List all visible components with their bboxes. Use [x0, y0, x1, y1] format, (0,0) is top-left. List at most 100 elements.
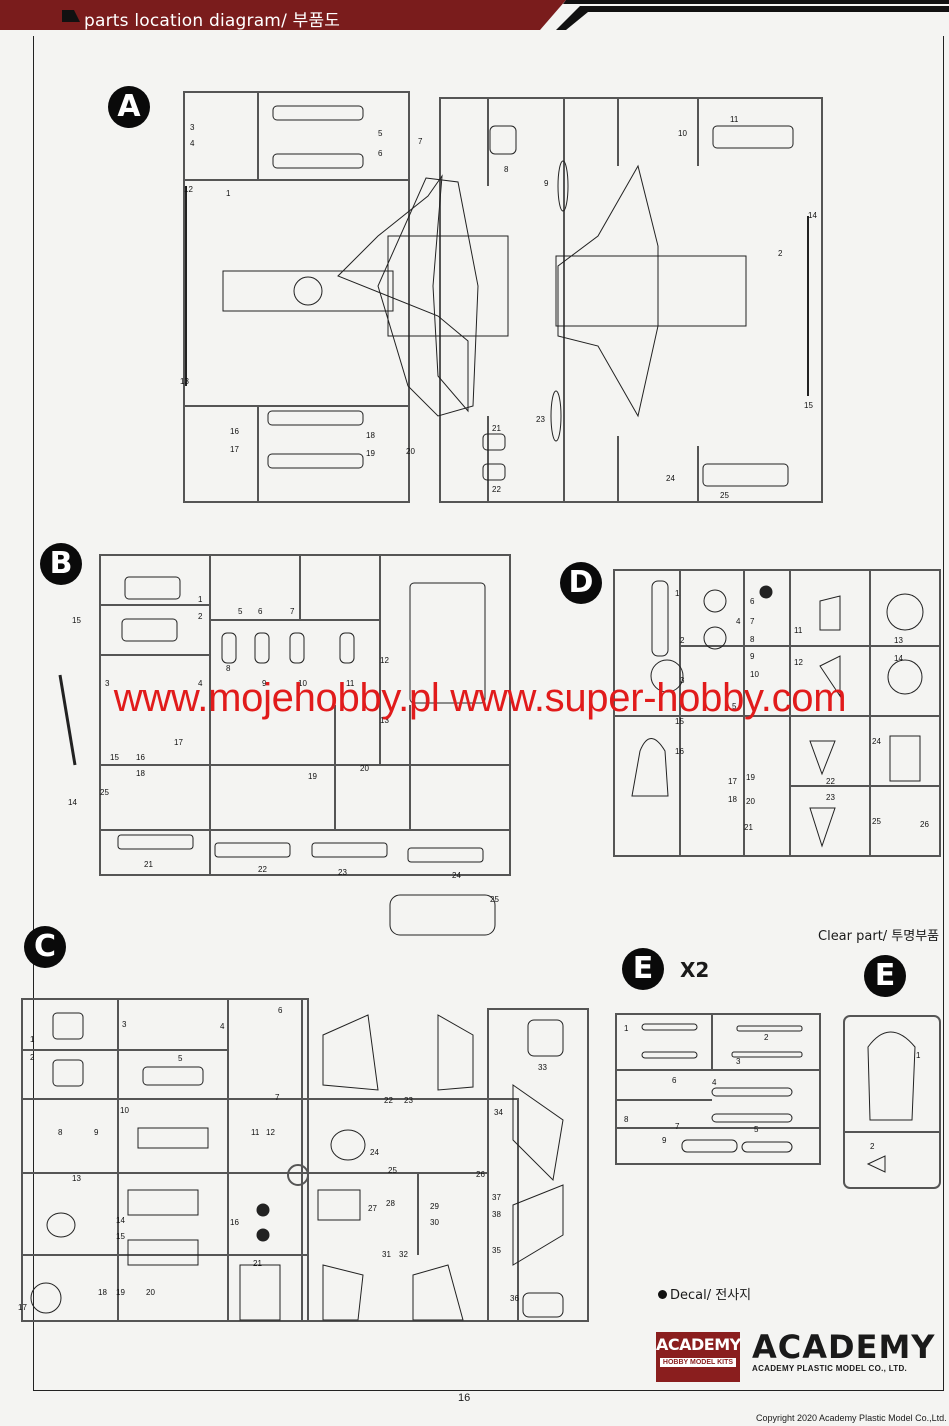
sprue-b-part-13: 13: [380, 716, 389, 725]
sprue-b-part-23: 23: [338, 868, 347, 877]
sprue-c-part-5: 5: [178, 1054, 183, 1063]
sprue-c-part-4: 4: [220, 1022, 225, 1031]
sprue-c-part-30: 30: [430, 1218, 439, 1227]
sprue-a-part-25: 25: [720, 491, 729, 500]
academy-wordmark: ACADEMY ACADEMY PLASTIC MODEL CO., LTD.: [752, 1330, 935, 1373]
sprue-a-part-11: 11: [730, 115, 739, 124]
sprue-label-e-clear: E: [864, 955, 906, 997]
sprue-a-part-21: 21: [492, 424, 501, 433]
sprue-a-part-22: 22: [492, 485, 501, 494]
sprue-label-d: D: [560, 562, 602, 604]
sprue-d-part-20: 20: [746, 797, 755, 806]
header-bar-shape: [0, 0, 949, 30]
sprue-a-diagram: 3 4 5 6 7 8 9 10 11 12 13 14 15 16 17 18…: [180, 91, 823, 503]
sprue-e-part-1: 1: [624, 1024, 629, 1033]
sprue-b-part-17: 17: [174, 738, 183, 747]
sprue-e-part-3: 3: [736, 1057, 741, 1066]
clear-part-note: Clear part/ 투명부품: [818, 929, 940, 944]
sprue-e-part-9: 9: [662, 1136, 667, 1145]
page-title: parts location diagram/ 부품도: [84, 11, 341, 31]
sprue-b-part-16: 16: [136, 753, 145, 762]
sprue-a-part-24: 24: [666, 474, 675, 483]
sprue-e-part-7: 7: [675, 1122, 680, 1131]
sprue-label-b: B: [40, 543, 82, 585]
sprue-a-part-15: 15: [804, 401, 813, 410]
sprue-e-part-5: 5: [754, 1125, 759, 1134]
sprue-c-part-31: 31: [382, 1250, 391, 1259]
sprue-b-part-2: 2: [198, 612, 203, 621]
sprue-d-part-13: 13: [894, 636, 903, 645]
sprue-b-part-19: 19: [308, 772, 317, 781]
sprue-c-part-19: 19: [116, 1288, 125, 1297]
sprue-b-part-18: 18: [136, 769, 145, 778]
sprue-a-part-9: 9: [544, 179, 549, 188]
sprue-c-part-11: 11: [251, 1128, 260, 1137]
sprue-a-part-17: 17: [230, 445, 239, 454]
sprue-b-diagram: 1 2 3 4 5 6 7 8 9 10 11 12 13 14 15 15 1…: [58, 554, 511, 936]
sprue-b-part-20: 20: [360, 764, 369, 773]
sprue-d-part-11: 11: [794, 626, 803, 635]
sprue-b-part-15: 15: [72, 616, 81, 625]
sprue-c-part-23: 23: [404, 1096, 413, 1105]
sprue-d-part-17: 17: [728, 777, 737, 786]
sprue-c-part-1: 1: [30, 1035, 35, 1044]
sprue-c-part-28: 28: [386, 1199, 395, 1208]
sprue-b-part-5: 5: [238, 607, 243, 616]
sprue-d-part-8: 8: [750, 635, 755, 644]
sprue-c-part-10: 10: [120, 1106, 129, 1115]
sprue-a-part-8: 8: [504, 165, 509, 174]
sprue-d-part-24: 24: [872, 737, 881, 746]
sprue-b-part-7: 7: [290, 607, 295, 616]
sprue-c-part-29: 29: [430, 1202, 439, 1211]
sprue-d-part-10: 10: [750, 670, 759, 679]
sprue-c-part-22: 22: [384, 1096, 393, 1105]
watermark-text: www.mojehobby.pl www.super-hobby.com: [113, 676, 847, 720]
sprue-a-part-19: 19: [366, 449, 375, 458]
sprue-b-part-11: 11: [346, 679, 355, 688]
sprue-b-part-14: 14: [68, 798, 77, 807]
sprue-e-clear-part-1: 1: [916, 1051, 921, 1060]
sprue-d-part-1: 1: [675, 589, 680, 598]
sprue-d-part-12: 12: [794, 658, 803, 667]
sprue-b-part-9: 9: [262, 679, 267, 688]
sprue-d-part-23: 23: [826, 793, 835, 802]
sprue-a-part-2: 2: [778, 249, 783, 258]
sprue-e-part-6: 6: [672, 1076, 677, 1085]
copyright-text: Copyright 2020 Academy Plastic Model Co.…: [756, 1413, 947, 1423]
sprue-b-part-15b: 15: [110, 753, 119, 762]
sprue-c-part-38: 38: [492, 1210, 501, 1219]
sprue-c-part-34: 34: [494, 1108, 503, 1117]
sprue-d-part-21: 21: [744, 823, 753, 832]
decal-dot-icon: [658, 1290, 667, 1299]
sprue-b-part-24: 24: [452, 871, 461, 880]
sprue-c-part-27: 27: [368, 1204, 377, 1213]
sprue-d-part-5: 5: [732, 702, 737, 711]
decal-note: Decal/ 전사지: [658, 1284, 751, 1303]
sprue-c-part-36: 36: [510, 1294, 519, 1303]
sprue-e-multi-diagram: 1 2 3 4 5 6 7 8 9: [615, 1013, 821, 1165]
sprue-c-part-12: 12: [266, 1128, 275, 1137]
sprue-a-part-1: 1: [226, 189, 231, 198]
sprue-c-part-37: 37: [492, 1193, 501, 1202]
sprue-e-part-8: 8: [624, 1115, 629, 1124]
decal-note-text: Decal/ 전사지: [670, 1288, 752, 1303]
academy-logo-text: ACADEMY: [752, 1328, 936, 1366]
sprue-d-part-25: 25: [872, 817, 881, 826]
sprue-a-part-4: 4: [190, 139, 195, 148]
sprue-d-part-3: 3: [680, 676, 685, 685]
header-bar: parts location diagram/ 부품도: [0, 0, 949, 32]
sprue-c-part-35: 35: [492, 1246, 501, 1255]
sprue-d-part-6: 6: [750, 597, 755, 606]
sprue-c-part-15: 15: [116, 1232, 125, 1241]
sprue-a-part-3: 3: [190, 123, 195, 132]
sprue-e-part-2: 2: [764, 1033, 769, 1042]
badge-line-2: HOBBY MODEL KITS: [660, 1358, 736, 1367]
sprue-a-part-16: 16: [230, 427, 239, 436]
sprue-c-part-9: 9: [94, 1128, 99, 1137]
sprue-a-part-23: 23: [536, 415, 545, 424]
sprue-a-part-10: 10: [678, 129, 687, 138]
page-frame: [33, 36, 944, 1391]
sprue-c-part-21: 21: [253, 1259, 262, 1268]
sprue-c-part-13: 13: [72, 1174, 81, 1183]
sprue-d-part-14: 14: [894, 654, 903, 663]
